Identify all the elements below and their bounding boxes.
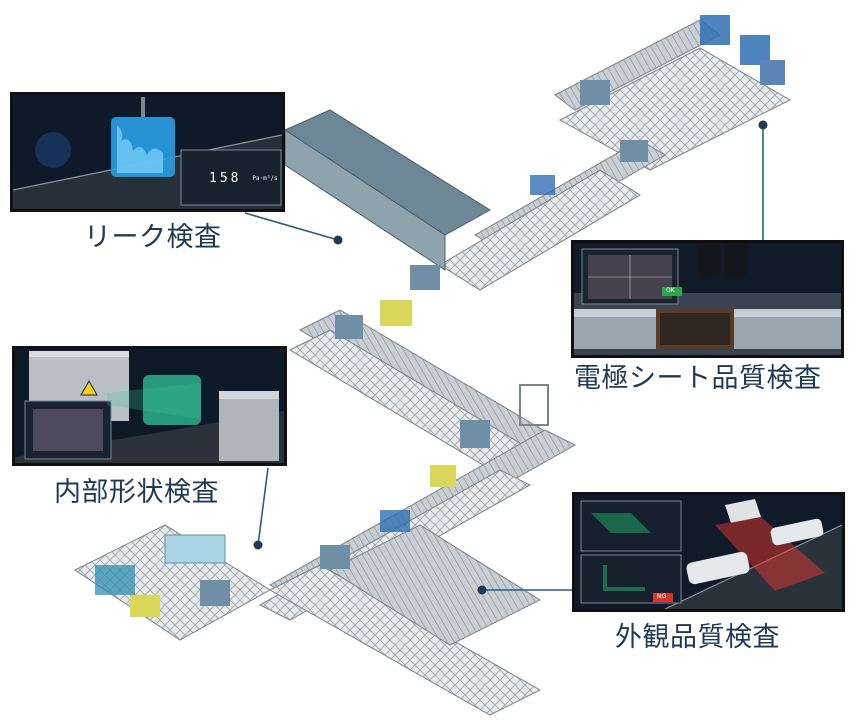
callout-leader-lines	[244, 120, 768, 595]
electrode-leader-dot	[758, 120, 768, 130]
internal-leader-dot	[253, 540, 263, 550]
electrode-status: OK	[666, 287, 675, 294]
leak-inspection-label: リーク検査	[84, 222, 222, 253]
appearance-status-badge	[653, 593, 673, 602]
leak-leader-dot	[333, 235, 343, 245]
conveyor-network	[74, 19, 792, 716]
scanned-cell	[143, 375, 201, 425]
radiation-warning-icon	[80, 379, 98, 396]
appearance-inspection-inset: NG	[572, 492, 845, 612]
xray-image-panel	[24, 400, 112, 460]
leak-reading: 158 Pa·m³/s	[209, 171, 278, 186]
leak-reading-unit: Pa·m³/s	[252, 175, 278, 182]
internal-inspection-inset	[12, 346, 287, 466]
leak-reading-value: 158	[209, 171, 242, 186]
appearance-status: NG	[657, 593, 667, 600]
inspected-cell	[686, 551, 750, 585]
equipment-units	[95, 15, 785, 617]
leak-inspection-inset: 158 Pa·m³/s	[10, 92, 285, 212]
internal-inspection-label: 内部形状検査	[54, 477, 219, 508]
electrode-inspection-label: 電極シート品質検査	[574, 363, 822, 394]
appearance-inspection-label: 外観品質検査	[615, 622, 780, 653]
appearance-leader-dot	[477, 585, 487, 595]
electrode-status-badge	[662, 287, 682, 296]
electrode-inspection-inset: OK	[571, 240, 844, 358]
